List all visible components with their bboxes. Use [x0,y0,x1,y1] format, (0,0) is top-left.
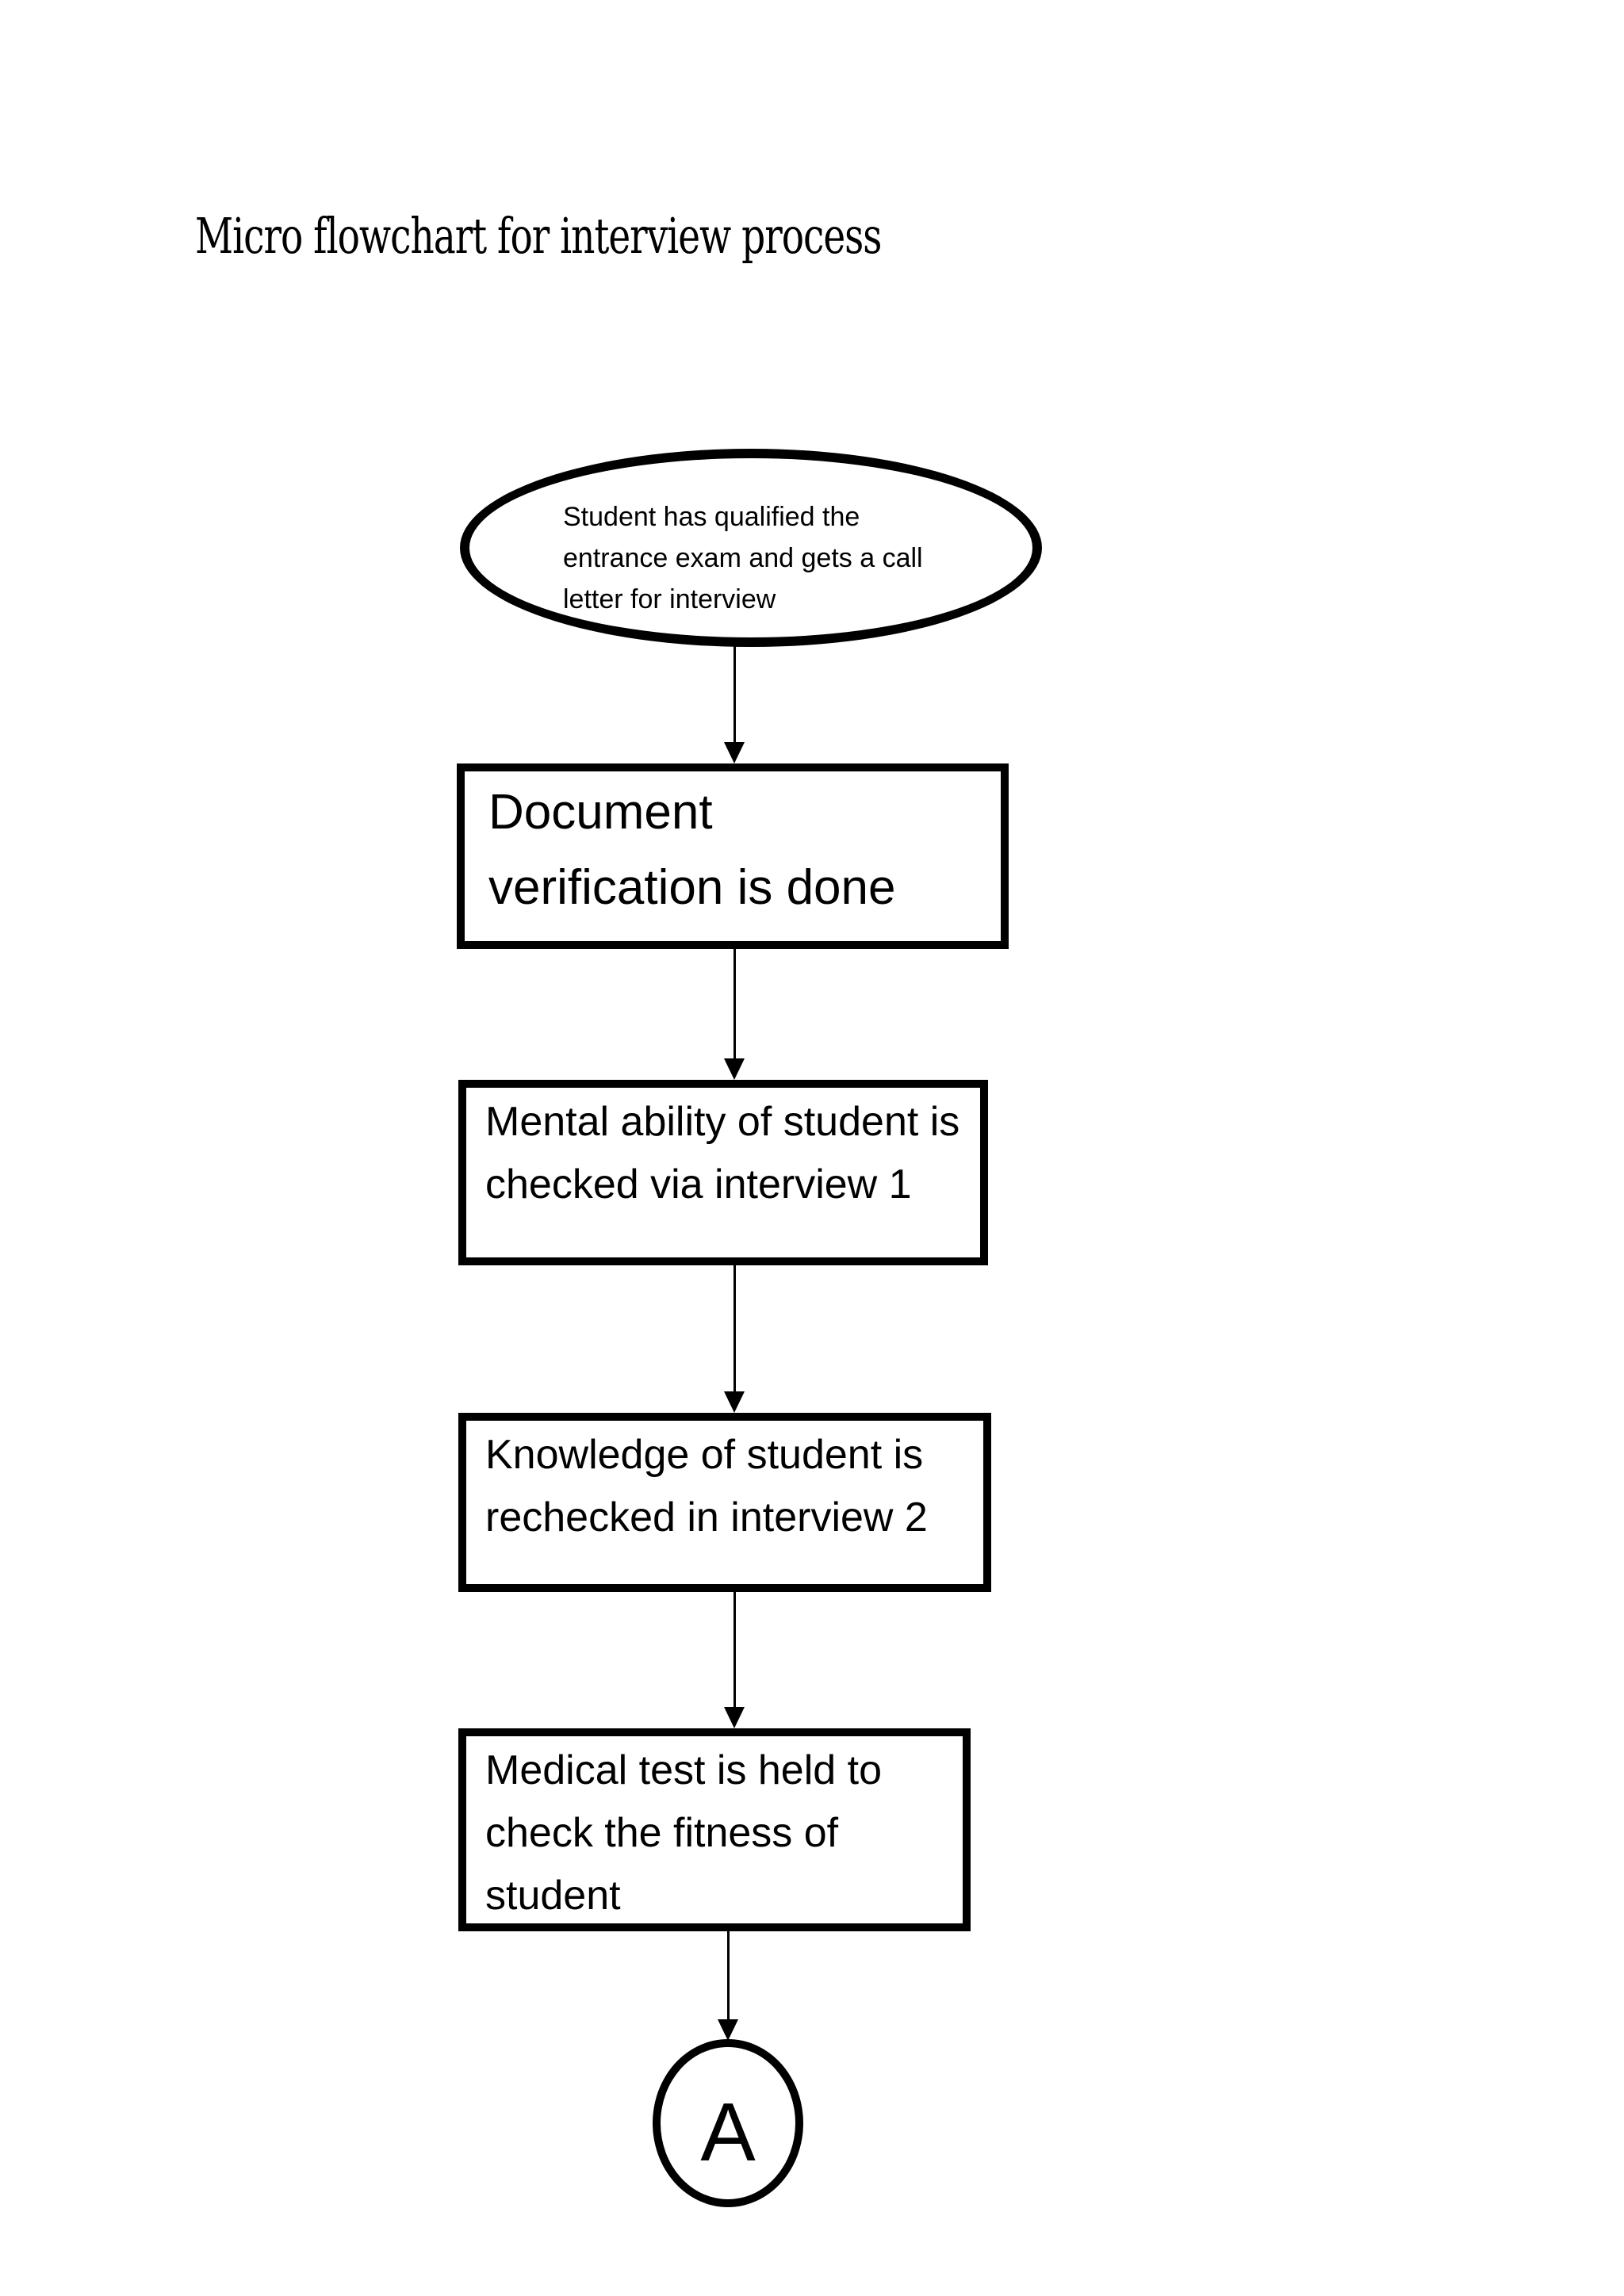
process-box-document-verification: Document verification is done [457,763,1009,949]
process-box-interview-2: Knowledge of student is rechecked in int… [458,1413,991,1592]
arrow-shaft [733,949,736,1060]
box4-line-2: check the fitness of [485,1810,839,1856]
start-ellipse-text: Student has qualified the entrance exam … [563,496,923,620]
box1-line-1: Document [488,785,713,840]
arrow-shaft [726,1931,730,2021]
flow-arrow-box3-to-box4 [724,1592,745,1728]
arrow-head-icon [718,2019,738,2041]
arrow-head-icon [724,1391,745,1413]
box1-line-2: verification is done [488,860,896,915]
process-box-medical-test: Medical test is held to check the fitnes… [458,1728,971,1931]
flow-arrow-box4-to-connector [718,1931,738,2041]
start-line-2: entrance exam and gets a call [563,543,923,573]
box3-line-1: Knowledge of student is [485,1432,924,1478]
box4-line-1: Medical test is held to [485,1747,883,1793]
arrow-head-icon [724,1707,745,1728]
arrow-shaft [733,1265,736,1393]
arrow-head-icon [724,1058,745,1080]
flow-arrow-box2-to-box3 [724,1265,745,1413]
box3-line-2: rechecked in interview 2 [485,1494,928,1540]
start-line-3: letter for interview [563,584,776,614]
arrow-shaft [733,1592,736,1709]
page-title: Micro flowchart for interview process [195,208,882,266]
flow-arrow-ellipse-to-box1 [724,645,745,763]
flow-arrow-box1-to-box2 [724,949,745,1080]
box2-line-2: checked via interview 1 [485,1161,912,1207]
arrow-head-icon [724,742,745,763]
connector-label: A [700,2086,756,2179]
start-line-1: Student has qualified the [563,502,860,532]
connector-circle-a: A [653,2039,803,2207]
arrow-shaft [733,645,736,744]
box4-line-3: student [485,1873,621,1919]
box2-line-1: Mental ability of student is [485,1099,960,1145]
process-box-interview-1: Mental ability of student is checked via… [458,1080,988,1265]
start-ellipse: Student has qualified the entrance exam … [460,449,1042,647]
